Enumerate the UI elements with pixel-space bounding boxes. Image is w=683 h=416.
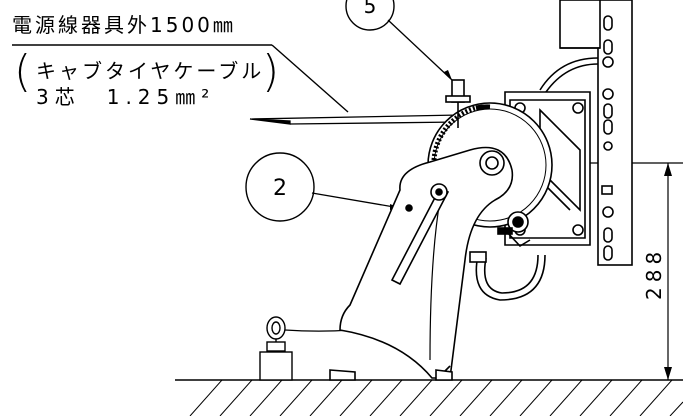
cable-spec-line1: キャブタイヤケーブル (36, 59, 264, 83)
callout-balloon-2 (245, 152, 315, 222)
ground-hatching (175, 379, 683, 416)
callout-number-5: 5 (364, 0, 377, 18)
instrument-assembly (329, 0, 633, 381)
power-cable (249, 114, 461, 125)
cable-spec-line2: 3芯 1.25㎜² (36, 85, 215, 109)
right-paren: ) (262, 46, 279, 97)
cable-leader-line (271, 44, 349, 113)
callout-leader-5 (387, 19, 453, 81)
cable-title-text: 電源線器具外1500㎜ (12, 13, 236, 37)
vertical-rail (597, 0, 633, 266)
callout-balloon-5 (345, 0, 395, 31)
magnet-base-icon (259, 316, 293, 381)
callout-arrow-5 (444, 70, 452, 80)
callout-number-2: 2 (273, 176, 287, 201)
callout-leader-2 (311, 192, 401, 209)
left-paren: ( (14, 46, 31, 97)
dimension-value-288: 288 (642, 247, 666, 300)
